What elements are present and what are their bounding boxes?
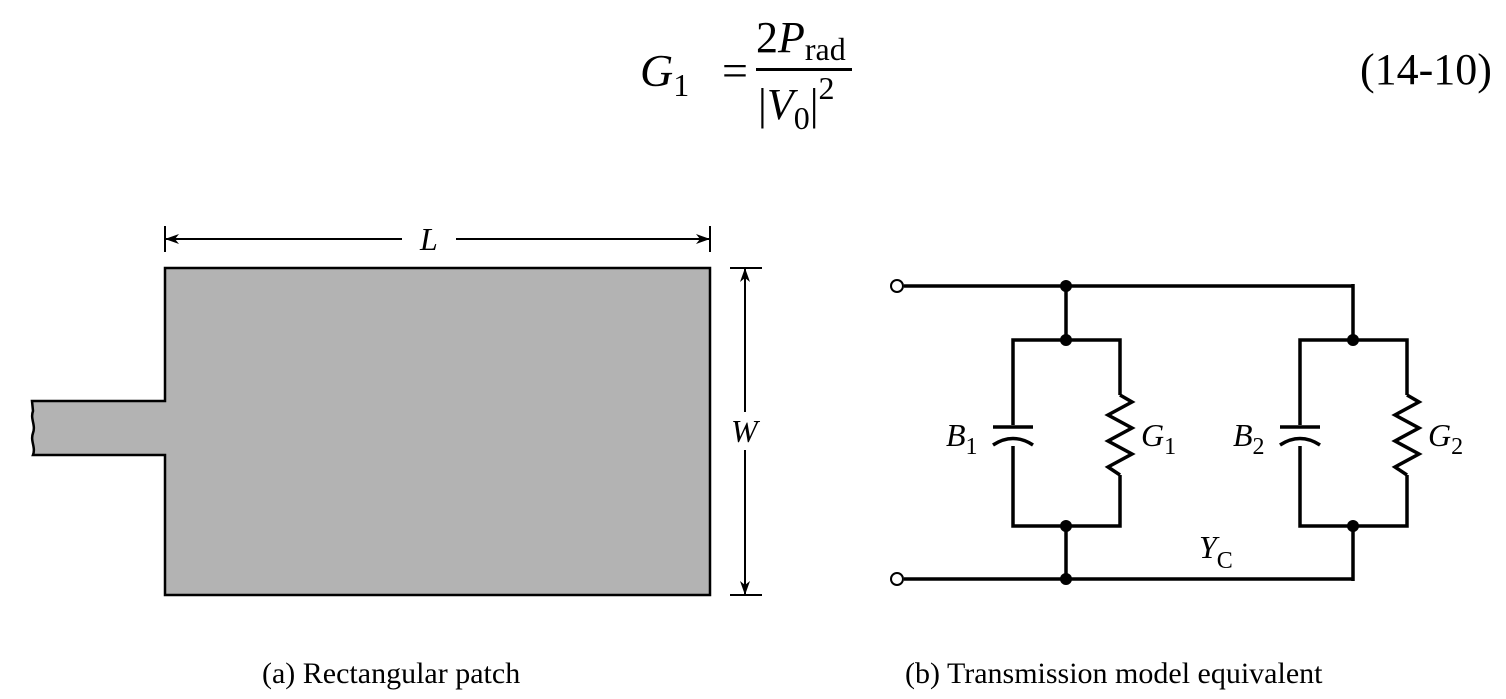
slot1-resistor	[1104, 393, 1136, 477]
numerator-coefficient: 2	[756, 13, 778, 62]
slot2-branch-frame	[1298, 338, 1409, 425]
input-terminal-bottom	[890, 572, 904, 586]
abs-close: |	[809, 80, 819, 129]
slot2-conductance-label: G2	[1428, 417, 1463, 460]
denominator-symbol: V	[766, 80, 794, 129]
length-label: L	[419, 221, 438, 257]
equation-numerator: 2Prad	[756, 12, 846, 68]
numerator-subscript: rad	[804, 31, 846, 67]
width-label: W	[731, 413, 761, 449]
numerator-symbol: P	[778, 13, 805, 62]
junction-dot	[1347, 520, 1359, 532]
slot1-conductance-label: G1	[1141, 417, 1176, 460]
abs-open: |	[758, 80, 767, 129]
denominator-subscript: 0	[793, 100, 810, 136]
slot1-susceptance-label: B1	[946, 417, 978, 460]
lhs-subscript: 1	[673, 67, 690, 103]
junction-dot	[1060, 280, 1072, 292]
equals-sign: =	[722, 45, 748, 96]
junction-dot	[1060, 520, 1072, 532]
junction-dot	[1060, 573, 1072, 585]
circuit-nodes	[890, 279, 1359, 586]
slot1-branch-frame-bottom	[1011, 446, 1122, 528]
equation-14-10: G1 = 2Prad |V0|2 (14-10)	[0, 0, 1506, 140]
rectangular-patch-figure: L W	[30, 221, 762, 597]
denominator-exponent: 2	[818, 70, 835, 106]
patch-with-feedline	[30, 266, 712, 597]
slot2-susceptance-label: B2	[1233, 417, 1265, 460]
fraction-bar	[756, 68, 852, 71]
caption-rectangular-patch: (a) Rectangular patch	[262, 657, 521, 690]
equation-number: (14-10)	[1360, 45, 1492, 94]
slot2-capacitor-plate-curved	[1279, 436, 1321, 447]
slot2-branch-frame-bottom	[1298, 446, 1409, 528]
junction-dot	[1347, 334, 1359, 346]
lhs-symbol: G	[640, 45, 674, 96]
input-terminal-top	[890, 279, 904, 293]
slot1-branch-frame	[1011, 338, 1122, 425]
equation-denominator: |V0|2	[758, 70, 835, 137]
caption-transmission-model: (b) Transmission model equivalent	[905, 657, 1323, 690]
equation-lhs: G1	[640, 44, 689, 104]
line-admittance-label: YC	[1199, 529, 1233, 574]
slot2-resistor	[1391, 393, 1423, 477]
junction-dot	[1060, 334, 1072, 346]
slot1-capacitor-plate-curved	[992, 436, 1034, 447]
